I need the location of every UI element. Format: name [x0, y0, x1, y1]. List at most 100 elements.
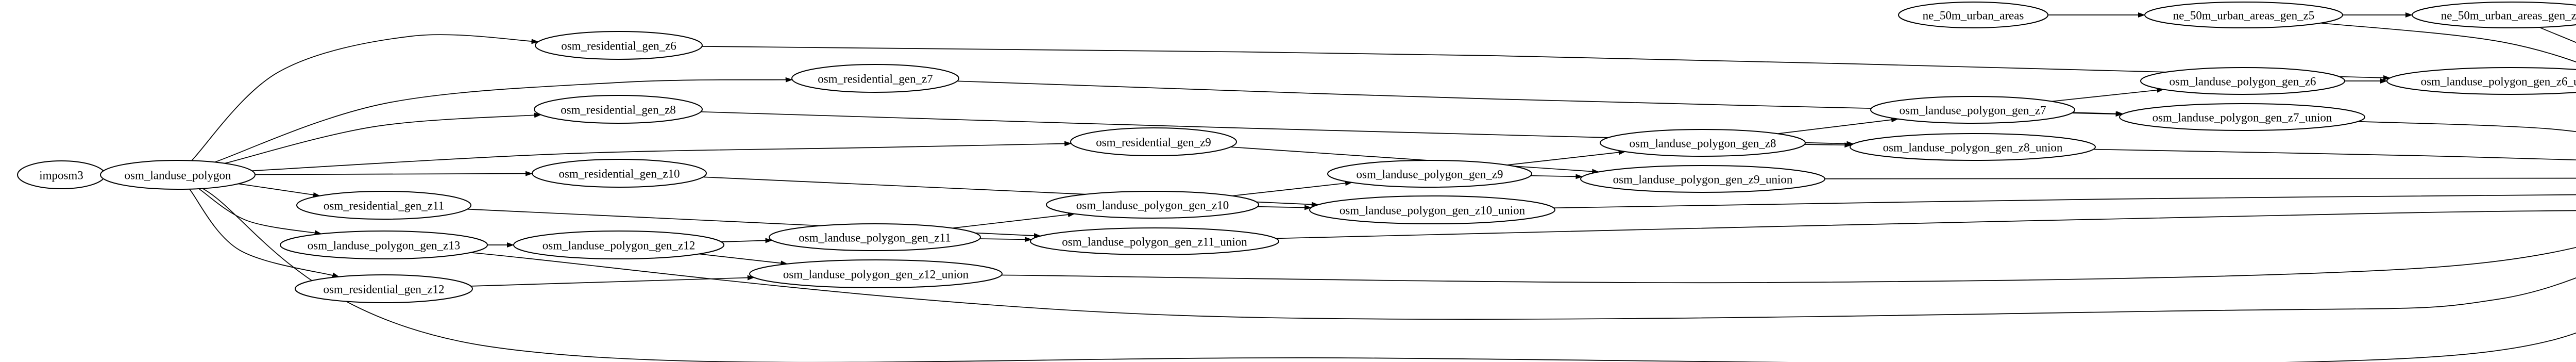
- node-label-osm_landuse_polygon_gen_z8: osm_landuse_polygon_gen_z8: [1630, 137, 1776, 150]
- edge-osm_residential_gen_z6-to-osm_landuse_polygon_gen_z6_union: [702, 46, 2391, 80]
- node-shape-osm_residential_gen_z6: [535, 31, 703, 60]
- node-osm_landuse_polygon_gen_z11_union: osm_landuse_polygon_gen_z11_union: [1030, 227, 1279, 255]
- node-osm_landuse_polygon_gen_z11: osm_landuse_polygon_gen_z11: [769, 223, 981, 251]
- node-ne_50m_urban_areas_gen_z4: ne_50m_urban_areas_gen_z4: [2412, 2, 2576, 28]
- edge-ne_50m_urban_areas_gen_z4-to-layer_landuse-z4: [2539, 27, 2576, 43]
- node-label-osm_landuse_polygon_gen_z7: osm_landuse_polygon_gen_z7: [1900, 104, 2046, 117]
- edges-layer: [100, 12, 2576, 362]
- node-label-osm_residential_gen_z7: osm_residential_gen_z7: [818, 73, 933, 86]
- edge-osm_landuse_polygon-to-osm_landuse_polygon_gen_z13: [198, 188, 322, 236]
- node-osm_landuse_polygon_gen_z10_union: osm_landuse_polygon_gen_z10_union: [1309, 195, 1555, 224]
- node-osm_landuse_polygon_gen_z9_union: osm_landuse_polygon_gen_z9_union: [1580, 165, 1825, 193]
- node-shape-osm_landuse_polygon_gen_z9: [1327, 160, 1532, 188]
- node-shape-osm_landuse_polygon: [100, 160, 256, 190]
- node-shape-osm_landuse_polygon_gen_z7: [1870, 96, 2075, 124]
- node-osm_residential_gen_z10: osm_residential_gen_z10: [532, 159, 707, 188]
- node-osm_landuse_polygon_gen_z8: osm_landuse_polygon_gen_z8: [1600, 129, 1806, 157]
- node-osm_landuse_polygon_gen_z8_union: osm_landuse_polygon_gen_z8_union: [1850, 133, 2096, 161]
- node-label-osm_landuse_polygon_gen_z8_union: osm_landuse_polygon_gen_z8_union: [1883, 141, 2063, 154]
- node-osm_residential_gen_z11: osm_residential_gen_z11: [296, 191, 471, 220]
- node-osm_landuse_polygon_gen_z12_union: osm_landuse_polygon_gen_z12_union: [749, 259, 1003, 288]
- node-label-osm_landuse_polygon_gen_z9_union: osm_landuse_polygon_gen_z9_union: [1613, 173, 1793, 186]
- node-shape-osm_landuse_polygon_gen_z13: [280, 231, 488, 259]
- node-shape-osm_landuse_polygon_gen_z9_union: [1580, 165, 1825, 193]
- node-osm_landuse_polygon: osm_landuse_polygon: [100, 160, 256, 190]
- node-shape-osm_landuse_polygon_gen_z7_union: [2119, 103, 2365, 131]
- node-shape-ne_50m_urban_areas_gen_z4: [2412, 2, 2576, 28]
- node-osm_residential_gen_z8: osm_residential_gen_z8: [534, 95, 703, 124]
- node-shape-osm_residential_gen_z11: [296, 191, 471, 220]
- node-label-ne_50m_urban_areas_gen_z5: ne_50m_urban_areas_gen_z5: [2173, 9, 2315, 22]
- edge-osm_landuse_polygon_gen_z12_union-to-layer_landuse-z12: [1001, 246, 2576, 284]
- edge-ne_50m_urban_areas_gen_z5-to-layer_landuse-z5: [2320, 22, 2576, 63]
- node-label-osm_residential_gen_z8: osm_residential_gen_z8: [561, 104, 676, 117]
- edge-osm_landuse_polygon_gen_z10_union-to-layer_landuse-z10: [1553, 194, 2576, 209]
- node-shape-osm_residential_gen_z9: [1070, 127, 1237, 156]
- node-osm_landuse_polygon_gen_z12: osm_landuse_polygon_gen_z12: [513, 231, 724, 259]
- edge-osm_landuse_polygon_gen_z9-to-osm_landuse_polygon_gen_z8: [1506, 150, 1626, 166]
- edge-osm_landuse_polygon_gen_z11_union-to-layer_landuse-z11: [1276, 210, 2576, 239]
- node-osm_landuse_polygon_gen_z7_union: osm_landuse_polygon_gen_z7_union: [2119, 103, 2365, 131]
- node-shape-osm_landuse_polygon_gen_z12: [513, 231, 724, 259]
- node-label-osm_landuse_polygon_gen_z10: osm_landuse_polygon_gen_z10: [1076, 199, 1229, 212]
- node-shape-osm_landuse_polygon_gen_z10_union: [1309, 195, 1555, 224]
- node-shape-osm_landuse_polygon_gen_z6_union: [2386, 67, 2576, 95]
- edge-osm_landuse_polygon_gen_z8_union-to-layer_landuse-z8: [2093, 149, 2576, 160]
- edge-osm_landuse_polygon_gen_z7-to-osm_landuse_polygon_gen_z6: [2052, 87, 2164, 102]
- node-label-ne_50m_urban_areas_gen_z4: ne_50m_urban_areas_gen_z4: [2441, 9, 2576, 22]
- node-shape-ne_50m_urban_areas: [1898, 2, 2048, 28]
- node-label-osm_residential_gen_z6: osm_residential_gen_z6: [561, 40, 676, 53]
- edge-osm_landuse_polygon-to-osm_residential_gen_z9: [251, 141, 1072, 172]
- node-shape-osm_residential_gen_z7: [791, 64, 959, 93]
- node-osm_residential_gen_z12: osm_residential_gen_z12: [295, 274, 473, 303]
- node-label-osm_landuse_polygon: osm_landuse_polygon: [125, 169, 231, 182]
- edge-osm_landuse_polygon-to-layer_landuse-z14+: [202, 188, 2576, 362]
- edge-osm_landuse_polygon-to-osm_residential_gen_z10: [255, 171, 533, 176]
- node-ne_50m_urban_areas_gen_z5: ne_50m_urban_areas_gen_z5: [2144, 2, 2343, 28]
- node-imposm3: imposm3: [17, 160, 106, 189]
- node-label-osm_landuse_polygon_gen_z6_union: osm_landuse_polygon_gen_z6_union: [2421, 75, 2576, 88]
- node-osm_landuse_polygon_gen_z6: osm_landuse_polygon_gen_z6: [2140, 67, 2345, 95]
- node-shape-osm_landuse_polygon_gen_z8: [1600, 129, 1806, 157]
- edge-osm_landuse_polygon_gen_z12-to-osm_landuse_polygon_gen_z11: [721, 238, 773, 243]
- edge-osm_landuse_polygon_gen_z8-to-osm_landuse_polygon_gen_z8_union: [1804, 142, 1852, 148]
- edge-osm_landuse_polygon_gen_z9-to-osm_landuse_polygon_gen_z9_union: [1530, 174, 1583, 179]
- node-label-osm_landuse_polygon_gen_z11_union: osm_landuse_polygon_gen_z11_union: [1062, 236, 1247, 249]
- node-label-osm_landuse_polygon_gen_z12: osm_landuse_polygon_gen_z12: [543, 239, 695, 252]
- node-label-ne_50m_urban_areas: ne_50m_urban_areas: [1923, 9, 2024, 22]
- node-osm_landuse_polygon_gen_z9: osm_landuse_polygon_gen_z9: [1327, 160, 1532, 188]
- node-label-osm_residential_gen_z10: osm_residential_gen_z10: [558, 168, 680, 180]
- node-label-imposm3: imposm3: [39, 169, 83, 182]
- node-label-osm_residential_gen_z9: osm_residential_gen_z9: [1096, 136, 1211, 149]
- node-osm_landuse_polygon_gen_z6_union: osm_landuse_polygon_gen_z6_union: [2386, 67, 2576, 95]
- node-shape-osm_landuse_polygon_gen_z6: [2140, 67, 2345, 95]
- edge-osm_landuse_polygon-to-osm_residential_gen_z6: [191, 34, 539, 161]
- node-shape-ne_50m_urban_areas_gen_z5: [2144, 2, 2343, 28]
- node-label-osm_landuse_polygon_gen_z12_union: osm_landuse_polygon_gen_z12_union: [783, 268, 969, 281]
- node-shape-osm_residential_gen_z10: [532, 159, 707, 188]
- edge-osm_landuse_polygon_gen_z10-to-osm_landuse_polygon_gen_z9: [1232, 180, 1353, 196]
- edge-osm_landuse_polygon-to-osm_residential_gen_z7: [214, 77, 793, 163]
- node-label-osm_landuse_polygon_gen_z7_union: osm_landuse_polygon_gen_z7_union: [2153, 111, 2332, 124]
- edge-osm_landuse_polygon_gen_z7_union-to-layer_landuse-z7: [2358, 121, 2576, 133]
- edge-osm_residential_gen_z9-to-osm_landuse_polygon_gen_z9_union: [1230, 146, 1600, 174]
- edge-osm_landuse_polygon_gen_z8-to-osm_landuse_polygon_gen_z7: [1777, 117, 1899, 135]
- node-label-osm_landuse_polygon_gen_z13: osm_landuse_polygon_gen_z13: [308, 239, 460, 252]
- node-shape-osm_residential_gen_z12: [295, 274, 473, 303]
- edge-osm_landuse_polygon_gen_z12-to-osm_landuse_polygon_gen_z12_union: [699, 253, 788, 266]
- node-shape-osm_landuse_polygon_gen_z8_union: [1850, 133, 2096, 161]
- node-osm_landuse_polygon_gen_z10: osm_landuse_polygon_gen_z10: [1046, 191, 1259, 219]
- node-osm_residential_gen_z9: osm_residential_gen_z9: [1070, 127, 1237, 156]
- edge-osm_landuse_polygon-to-osm_residential_gen_z11: [238, 183, 320, 198]
- edge-osm_landuse_polygon_gen_z10-to-osm_landuse_polygon_gen_z10_union: [1257, 205, 1312, 210]
- node-osm_landuse_polygon_gen_z13: osm_landuse_polygon_gen_z13: [280, 231, 488, 259]
- edge-osm_landuse_polygon_gen_z13-to-layer_landuse-z13: [470, 252, 2576, 320]
- node-shape-osm_landuse_polygon_gen_z11_union: [1030, 227, 1279, 255]
- edge-osm_residential_gen_z12-to-osm_landuse_polygon_gen_z12_union: [470, 275, 755, 287]
- node-label-osm_landuse_polygon_gen_z10_union: osm_landuse_polygon_gen_z10_union: [1340, 204, 1526, 217]
- node-shape-osm_landuse_polygon_gen_z11: [769, 223, 981, 251]
- node-osm_residential_gen_z7: osm_residential_gen_z7: [791, 64, 959, 93]
- node-ne_50m_urban_areas: ne_50m_urban_areas: [1898, 2, 2048, 28]
